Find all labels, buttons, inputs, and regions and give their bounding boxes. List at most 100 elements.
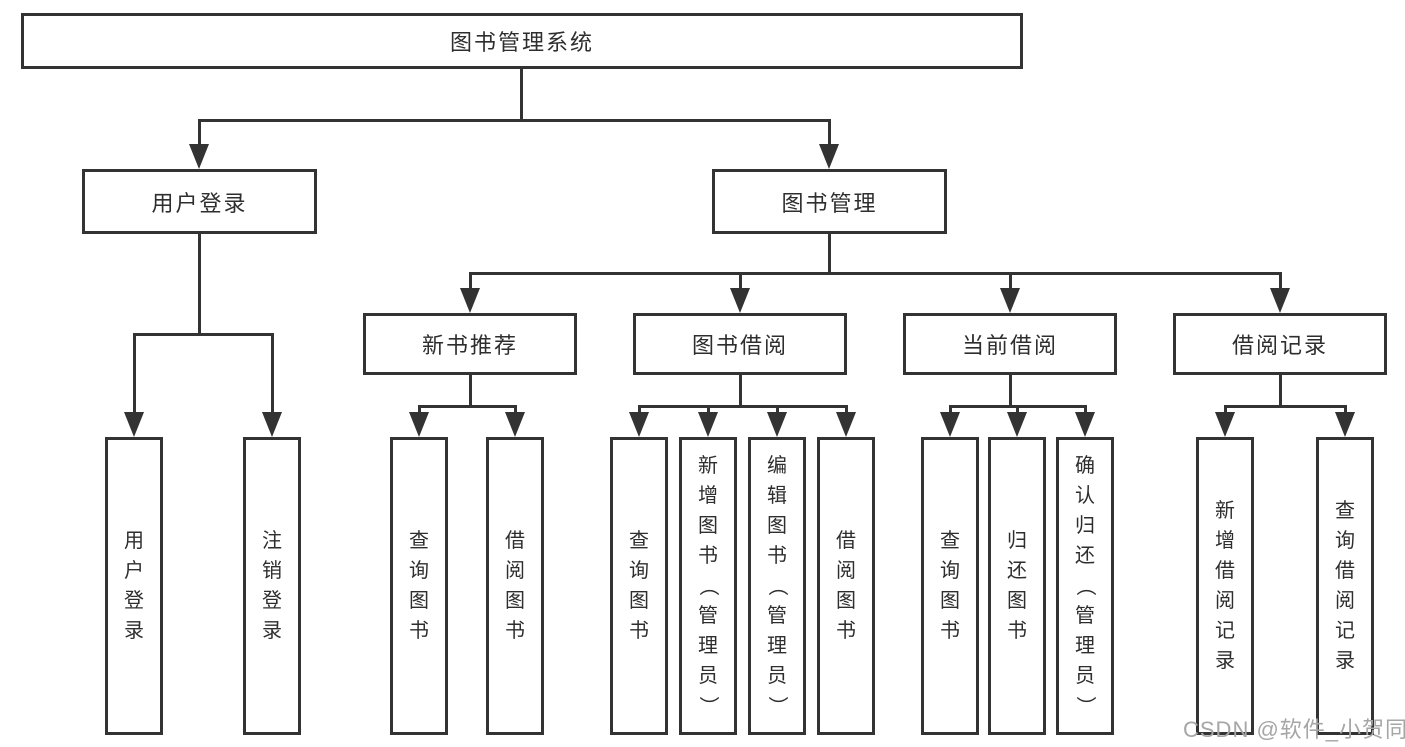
connector-line-v (514, 405, 517, 414)
leaf-label-char: 询 (409, 560, 429, 582)
arrowhead-down (189, 144, 209, 169)
leaf-label-char: 归 (1075, 515, 1095, 537)
leaf-label-char: 书 (836, 620, 856, 642)
arrowhead-down (629, 412, 649, 437)
leaf-borrow-books: 借阅图书 (817, 437, 875, 735)
connector-line-v (776, 405, 779, 414)
leaf-label-char: 借 (1215, 560, 1235, 582)
connector-line-v (1224, 405, 1227, 414)
leaf-label-char: 书 (698, 545, 718, 567)
leaf-label-char: 辑 (767, 485, 787, 507)
leaf-label-char: 借 (1335, 560, 1355, 582)
leaf-label-char: ） (1074, 696, 1096, 716)
leaf-user-login: 用户登录 (105, 437, 163, 735)
leaf-label-char: 查 (409, 530, 429, 552)
arrowhead-down (262, 412, 282, 437)
node-book-borrow: 图书借阅 (633, 313, 847, 375)
arrowhead-down (460, 288, 480, 313)
connector-line-h (418, 405, 516, 408)
leaf-label-char: 记 (1335, 620, 1355, 642)
leaf-label-char: 图 (767, 515, 787, 537)
connector-line-h (133, 333, 274, 336)
connector-line-h (469, 272, 1282, 275)
connector-line-h (198, 119, 831, 122)
arrowhead-down (836, 412, 856, 437)
arrowhead-down (1270, 288, 1290, 313)
leaf-label-char: 新 (1215, 500, 1235, 522)
leaf-query-books-current: 查询图书 (921, 437, 979, 735)
leaf-label-char: 登 (262, 590, 282, 612)
arrowhead-down (1335, 412, 1355, 437)
leaf-label-char: 注 (262, 530, 282, 552)
leaf-label-char: 员 (767, 665, 787, 687)
arrowhead-down (819, 144, 839, 169)
leaf-label-char: 录 (124, 620, 144, 642)
connector-line-v (828, 234, 831, 273)
node-user-login: 用户登录 (82, 169, 317, 234)
connector-line-v (418, 405, 421, 414)
leaf-label-char: 用 (124, 530, 144, 552)
leaf-label-char: ） (697, 696, 719, 716)
leaf-query-books-recommend: 查询图书 (390, 437, 448, 735)
leaf-confirm-return-admin: 确认归还（管理员） (1056, 437, 1114, 735)
leaf-label-char: 书 (940, 620, 960, 642)
leaf-label-char: 书 (767, 545, 787, 567)
leaf-return-books: 归还图书 (988, 437, 1046, 735)
leaf-label-char: 确 (1075, 455, 1095, 477)
leaf-query-borrow-record: 查询借阅记录 (1316, 437, 1374, 735)
leaf-label-char: 录 (1215, 650, 1235, 672)
node-root: 图书管理系统 (21, 13, 1023, 69)
leaf-label-char: 图 (698, 515, 718, 537)
leaf-label-char: 图 (940, 590, 960, 612)
leaf-label-char: 理 (1075, 635, 1095, 657)
leaf-label-char: 户 (124, 560, 144, 582)
connector-line-v (1084, 405, 1087, 414)
leaf-add-borrow-record: 新增借阅记录 (1196, 437, 1254, 735)
leaf-edit-book-admin: 编辑图书（管理员） (748, 437, 806, 735)
connector-line-v (739, 273, 742, 289)
leaf-label-char: 询 (1335, 530, 1355, 552)
arrowhead-down (1000, 288, 1020, 313)
leaf-label-char: 阅 (505, 560, 525, 582)
leaf-label-char: 查 (1335, 500, 1355, 522)
leaf-label-char: 书 (505, 620, 525, 642)
connector-line-v (271, 334, 274, 412)
leaf-label-char: 书 (629, 620, 649, 642)
node-book-management: 图书管理 (712, 169, 947, 234)
leaf-label-char: ） (766, 696, 788, 716)
connector-line-v (198, 120, 201, 146)
connector-line-v (1279, 374, 1282, 408)
arrowhead-down (124, 412, 144, 437)
connector-line-v (469, 374, 472, 408)
leaf-label-char: 还 (1075, 545, 1095, 567)
leaf-label-char: 图 (629, 590, 649, 612)
arrowhead-down (698, 412, 718, 437)
leaf-query-books-borrow: 查询图书 (610, 437, 668, 735)
leaf-label-char: 员 (698, 665, 718, 687)
connector-line-v (1279, 273, 1282, 289)
leaf-label-char: 书 (409, 620, 429, 642)
connector-line-h (638, 405, 847, 408)
connector-line-v (828, 120, 831, 146)
arrowhead-down (1007, 412, 1027, 437)
leaf-label-char: 理 (698, 635, 718, 657)
leaf-label-char: 管 (1075, 605, 1095, 627)
connector-line-v (739, 374, 742, 408)
leaf-label-char: 登 (124, 590, 144, 612)
leaf-label-char: 管 (767, 605, 787, 627)
leaf-label-char: 查 (940, 530, 960, 552)
connector-line-v (469, 273, 472, 289)
leaf-label-char: 阅 (1335, 590, 1355, 612)
arrowhead-down (1215, 412, 1235, 437)
leaf-label-char: 理 (767, 635, 787, 657)
connector-line-v (845, 405, 848, 414)
leaf-label-char: 员 (1075, 665, 1095, 687)
leaf-label-char: 新 (698, 455, 718, 477)
connector-line-v (707, 405, 710, 414)
leaf-label-char: 图 (1007, 590, 1027, 612)
leaf-label-char: 增 (698, 485, 718, 507)
leaf-label-char: 阅 (1215, 590, 1235, 612)
arrowhead-down (767, 412, 787, 437)
watermark-text: CSDN @软件_小贺同学 (1183, 717, 1405, 742)
leaf-label-char: （ (1074, 576, 1096, 596)
